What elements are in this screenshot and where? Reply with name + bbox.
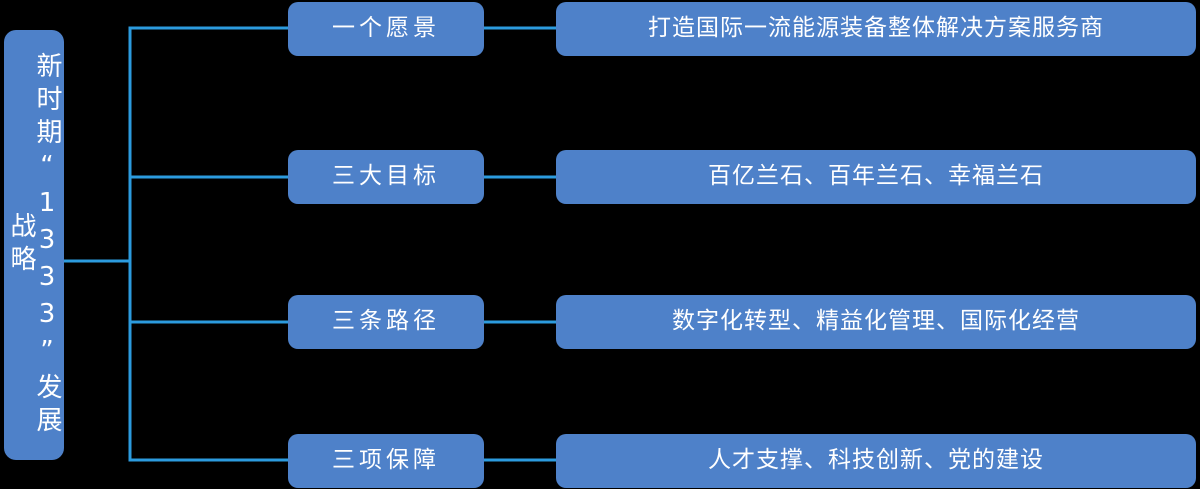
category-node-vision[interactable]: 一个愿景 — [288, 2, 484, 56]
category-node-paths[interactable]: 三条路径 — [288, 295, 484, 349]
detail-node-paths[interactable]: 数字化转型、精益化管理、国际化经营 — [556, 295, 1196, 349]
detail-node-vision[interactable]: 打造国际一流能源装备整体解决方案服务商 — [556, 2, 1196, 56]
root-node-strategy[interactable]: 新时期“1333”发展战略 — [4, 30, 64, 460]
detail-node-goals[interactable]: 百亿兰石、百年兰石、幸福兰石 — [556, 150, 1196, 204]
category-node-safeguards[interactable]: 三项保障 — [288, 434, 484, 488]
detail-node-safeguards[interactable]: 人才支撑、科技创新、党的建设 — [556, 434, 1196, 488]
category-node-goals[interactable]: 三大目标 — [288, 150, 484, 204]
